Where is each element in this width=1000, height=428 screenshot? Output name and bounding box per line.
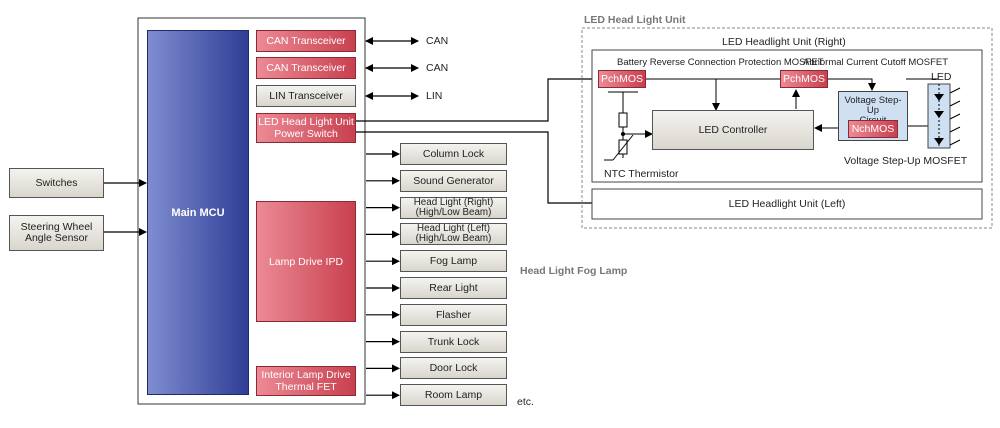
interior-lamp-fet-line2: Thermal FET [275, 381, 337, 393]
battery-mosfet-label: Battery Reverse Connection Protection MO… [617, 57, 824, 68]
load-box: Fog Lamp [400, 250, 507, 273]
led-controller-label: LED Controller [698, 123, 768, 136]
led-label: LED [931, 71, 952, 83]
main-mcu-label: Main MCU [171, 206, 225, 219]
pchmos-battery-label: PchMOS [600, 73, 643, 85]
can-transceiver-1: CAN Transceiver [256, 30, 356, 52]
load-box: Column Lock [400, 143, 507, 165]
led-power-switch-line1: LED Head Light Unit [258, 116, 354, 128]
lin-transceiver-label: LIN Transceiver [269, 89, 343, 102]
load-box: Rear Light [400, 277, 507, 299]
switches-label: Switches [35, 176, 78, 189]
led-diodes-icon [934, 84, 944, 148]
load-label: (High/Low Beam) [415, 206, 492, 218]
load-label: Head Light (Right) [413, 196, 494, 208]
pchmos-cutoff: PchMOS [780, 70, 828, 88]
can-transceiver-1-label: CAN Transceiver [266, 35, 346, 47]
load-box: Door Lock [400, 357, 507, 380]
fog-caption: Head Light Fog Lamp [520, 265, 628, 277]
load-label: Column Lock [422, 148, 485, 160]
steering-label-line1: Steering Wheel [20, 221, 93, 233]
load-label: Head Light (Left) [417, 223, 490, 235]
led-power-switch-line2: Power Switch [274, 128, 338, 140]
led-right-title: LED Headlight Unit (Right) [722, 36, 846, 48]
nchmos-label: NchMOS [851, 123, 895, 135]
load-label: Room Lamp [424, 389, 483, 402]
cutoff-mosfet-label: Abnormal Current Cutoff MOSFET [803, 57, 949, 68]
can-transceiver-2-label: CAN Transceiver [266, 62, 346, 74]
lin-bus-label: LIN [426, 90, 443, 102]
load-label: Sound Generator [413, 174, 494, 187]
load-box: Head Light (Right)(High/Low Beam) [400, 196, 507, 219]
load-box: Trunk Lock [400, 330, 507, 353]
can-bus-label-2: CAN [426, 62, 449, 74]
can-transceiver-2: CAN Transceiver [256, 57, 356, 79]
load-label: Rear Light [429, 282, 478, 294]
steering-sensor-box: Steering Wheel Angle Sensor [9, 215, 104, 251]
lamp-drive-ipd: Lamp Drive IPD [256, 201, 356, 322]
main-mcu-block: Main MCU [147, 30, 249, 395]
led-controller: LED Controller [652, 110, 814, 150]
step-up-line1: Voltage Step-Up [844, 95, 902, 116]
load-label: Trunk Lock [427, 335, 480, 348]
can-bus-label-1: CAN [426, 35, 449, 47]
load-box: Head Light (Left)(High/Low Beam) [400, 223, 507, 246]
pchmos-cutoff-label: PchMOS [782, 73, 825, 85]
led-left-title: LED Headlight Unit (Left) [728, 198, 846, 210]
load-box: Flasher [400, 303, 507, 326]
load-box: Sound Generator [400, 169, 507, 192]
ntc-label: NTC Thermistor [604, 168, 679, 180]
etc-label: etc. [517, 396, 534, 408]
load-label: Door Lock [429, 362, 478, 375]
step-up-mosfet-label: Voltage Step-Up MOSFET [844, 155, 968, 167]
interior-lamp-fet-line1: Interior Lamp Drive [261, 369, 351, 381]
load-label: Flasher [435, 308, 471, 321]
pchmos-battery: PchMOS [598, 70, 646, 88]
load-box: Room Lamp [400, 384, 507, 407]
lin-transceiver: LIN Transceiver [256, 85, 356, 107]
load-label: Fog Lamp [429, 255, 478, 268]
load-label: (High/Low Beam) [415, 233, 492, 245]
nchmos: NchMOS [848, 120, 898, 138]
steering-label-line2: Angle Sensor [24, 232, 89, 244]
switches-box: Switches [9, 168, 104, 198]
led-unit-title: LED Head Light Unit [584, 14, 686, 26]
led-power-switch: LED Head Light Unit Power Switch [256, 113, 356, 143]
lamp-drive-ipd-label: Lamp Drive IPD [268, 255, 344, 268]
interior-lamp-fet: Interior Lamp Drive Thermal FET [256, 366, 356, 396]
